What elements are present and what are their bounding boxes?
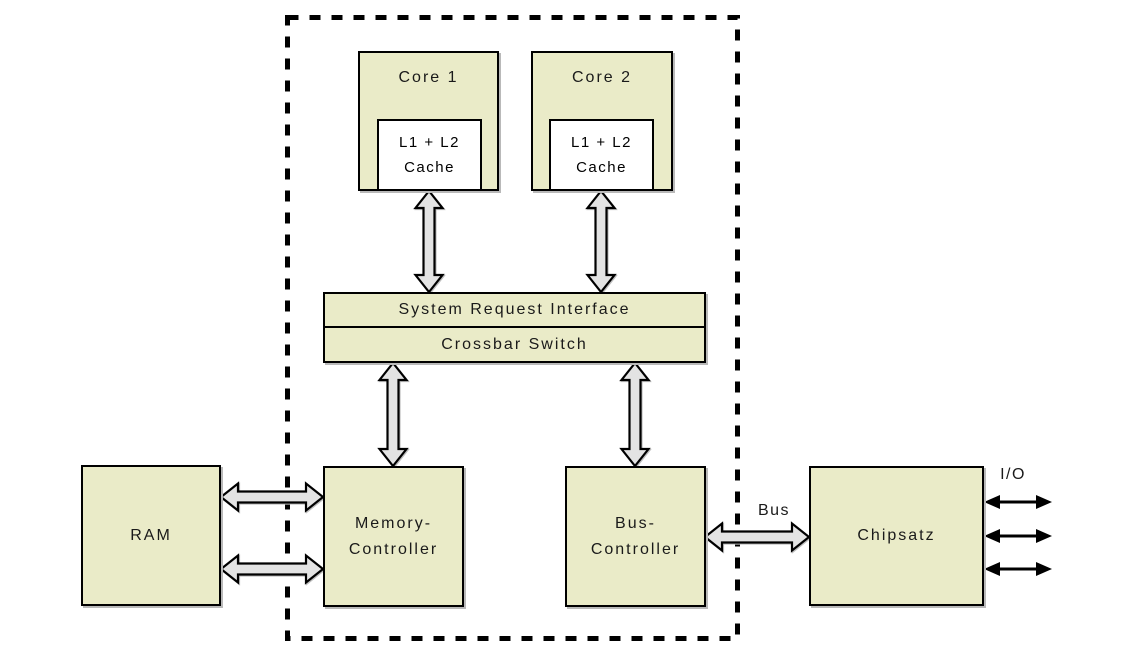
- system-request-interface-bar: System Request Interface: [323, 292, 706, 328]
- arrow-cache2-sri: [585, 189, 617, 294]
- arrow-cache1-sri: [413, 189, 445, 294]
- crossbar-switch-bar: Crossbar Switch: [323, 326, 706, 363]
- arrow-io-1: [984, 495, 1052, 509]
- arrow-ram-memctrl-2: [219, 553, 325, 585]
- core1-cache-line1: L1 + L2: [399, 134, 460, 151]
- core2-label: Core 2: [571, 69, 633, 86]
- memory-controller-line1: Memory-: [354, 514, 433, 532]
- crossbar-switch-label: Crossbar Switch: [441, 335, 588, 353]
- bus-controller-box: Bus- Controller: [565, 466, 706, 607]
- arrow-busctrl-chipsatz: [703, 521, 811, 553]
- arrow-io-3: [984, 562, 1052, 576]
- system-request-interface-label: System Request Interface: [398, 301, 631, 318]
- core1-cache-line2: Cache: [404, 159, 455, 176]
- chipset-box: Chipsatz: [809, 466, 984, 606]
- bus-controller-line1: Bus-: [615, 514, 656, 532]
- core1-box: Core 1 L1 + L2 Cache: [358, 51, 499, 191]
- arrow-io-2: [984, 529, 1052, 543]
- memory-controller-box: Memory- Controller: [323, 466, 464, 607]
- arrow-ram-memctrl-1: [219, 481, 325, 513]
- core2-cache-line1: L1 + L2: [571, 134, 632, 151]
- core1-label: Core 1: [398, 69, 459, 86]
- core2-cache-line2: Cache: [576, 159, 627, 176]
- ram-label: RAM: [130, 526, 172, 544]
- core2-cache-box: L1 + L2 Cache: [549, 119, 654, 191]
- core1-cache-box: L1 + L2 Cache: [377, 119, 482, 191]
- bus-arrow-label: Bus: [757, 502, 791, 519]
- core2-box: Core 2 L1 + L2 Cache: [531, 51, 673, 191]
- arrow-crossbar-busctrl: [619, 361, 651, 468]
- bus-controller-line2: Controller: [590, 540, 681, 558]
- io-label: I/O: [1000, 466, 1026, 483]
- memory-controller-line2: Controller: [348, 540, 439, 558]
- arrow-crossbar-memctrl: [377, 361, 409, 468]
- ram-box: RAM: [81, 465, 221, 606]
- cpu-die-dashed-boundary: [285, 15, 740, 641]
- chipset-label: Chipsatz: [857, 527, 936, 544]
